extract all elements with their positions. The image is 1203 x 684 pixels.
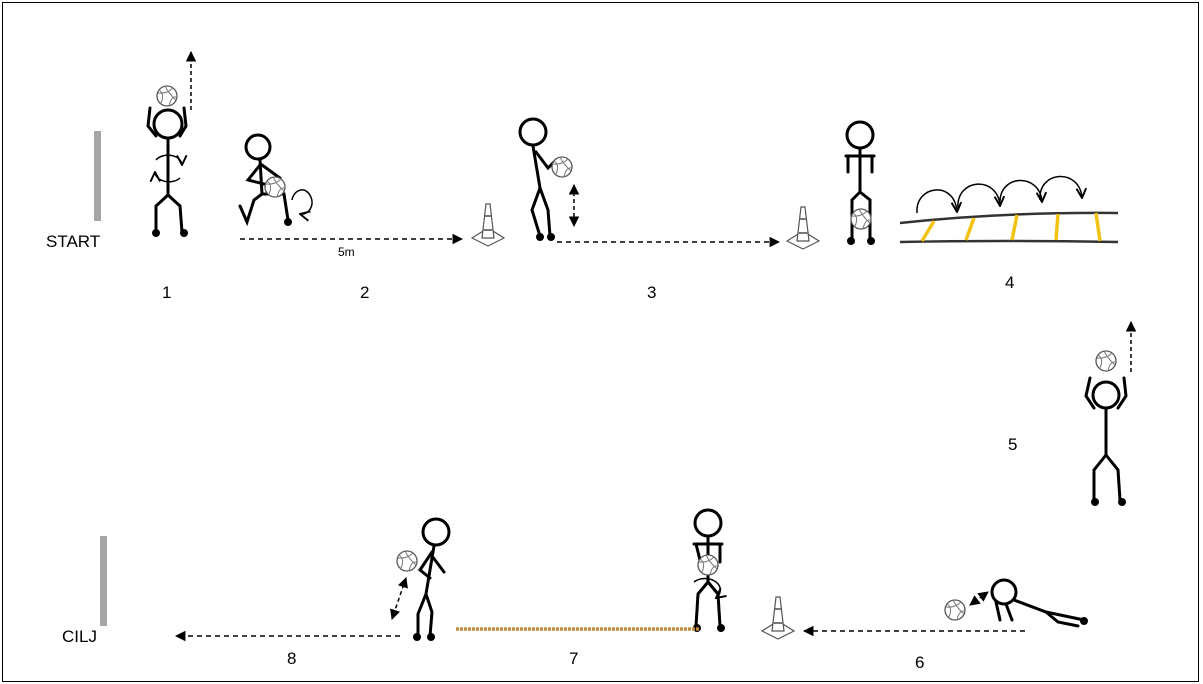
traffic-cone-icon: [786, 206, 820, 250]
volleyball-icon: [697, 554, 719, 576]
volleyball-icon: [850, 208, 872, 230]
finish-post: [100, 536, 107, 626]
start-post: [94, 131, 101, 221]
finish-label: CILJ: [62, 627, 97, 646]
bounce-arrow: [390, 577, 408, 620]
station-number-7: 7: [569, 649, 578, 668]
station-number-3: 3: [647, 283, 656, 302]
station-5-figure: [1084, 376, 1128, 506]
station-2-figure: [238, 133, 292, 227]
traffic-cone-icon: [761, 596, 795, 640]
traffic-cone-icon: [471, 203, 505, 247]
roll-arrow: [969, 591, 989, 606]
spin-arrow-icon: [693, 577, 720, 598]
station-number-2: 2: [360, 283, 369, 302]
spin-arrow-icon: [291, 189, 313, 214]
spin-arrow-icon: [155, 154, 182, 165]
station-number-5: 5: [1008, 435, 1017, 454]
station-3-figure: [518, 117, 558, 241]
station-number-1: 1: [162, 283, 171, 302]
station-1-figure: [146, 106, 188, 237]
spin-arrow-icon: [155, 172, 181, 183]
volleyball-icon: [396, 550, 418, 572]
start-label: START: [46, 232, 100, 251]
volleyball-icon: [264, 176, 286, 198]
station-8-figure: [413, 517, 451, 641]
volleyball-icon: [156, 85, 178, 107]
volleyball-icon: [944, 599, 966, 621]
volleyball-icon: [551, 156, 573, 178]
distance-label: 5m: [338, 245, 355, 259]
station-6-figure: [990, 578, 1088, 628]
station-4-figure: [844, 120, 876, 245]
station-number-4: 4: [1005, 273, 1014, 292]
station-number-8: 8: [287, 649, 296, 668]
volleyball-icon: [1095, 350, 1117, 372]
agility-ladder-icon: [899, 175, 1119, 244]
station-number-6: 6: [915, 653, 924, 672]
